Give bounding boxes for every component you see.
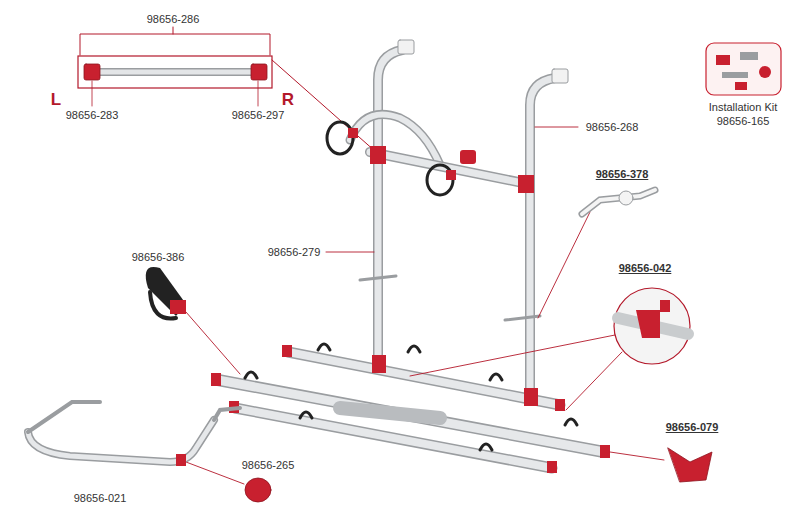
part-number: 98656-042 — [619, 262, 672, 275]
part-number: 98656-286 — [147, 13, 200, 26]
side-marker: L — [51, 90, 61, 109]
part-number: 98656-386 — [132, 251, 185, 264]
side-marker: R — [282, 90, 294, 109]
part-number: 98656-021 — [74, 492, 127, 505]
part-number: 98656-378 — [596, 168, 649, 181]
part-number: 98656-268 — [586, 121, 639, 134]
part-number: 98656-297 — [232, 109, 285, 122]
part-number: 98656-165 — [717, 115, 770, 128]
part-number: 98656-079 — [666, 421, 719, 434]
kit-title: Installation Kit — [709, 101, 777, 114]
part-number: 98656-279 — [268, 246, 321, 259]
part-number: 98656-283 — [66, 109, 119, 122]
part-number: 98656-265 — [242, 459, 295, 472]
